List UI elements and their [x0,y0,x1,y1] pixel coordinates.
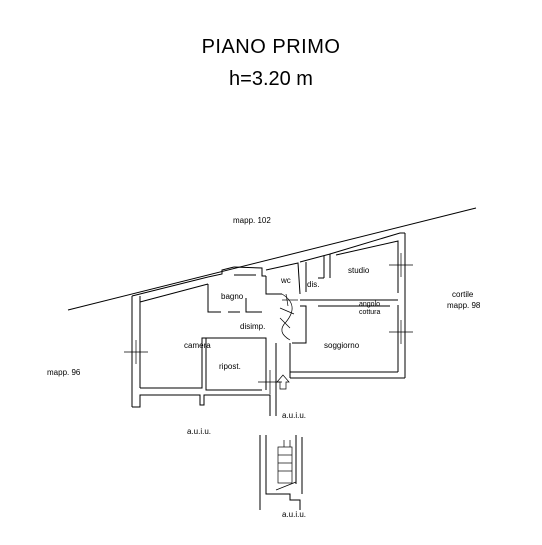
room-wc: wc [281,276,291,285]
label-auiu-left: a.u.i.u. [187,427,212,436]
plan-height: h=3.20 m [229,68,313,90]
room-bagno: bagno [221,292,244,301]
entrance-arrow-icon [276,374,290,390]
label-mapp-98: mapp. 98 [447,301,481,310]
spiral-staircase [279,293,298,341]
label-mapp-102: mapp. 102 [233,216,271,225]
room-studio: studio [348,266,370,275]
label-mapp-96: mapp. 96 [47,368,81,377]
label-cortile: cortile [452,290,474,299]
room-dis: dis. [307,280,320,289]
label-auiu-lower: a.u.i.u. [282,510,307,519]
room-camera: camera [184,341,211,350]
room-soggiorno: soggiorno [324,341,360,350]
label-auiu-upper: a.u.i.u. [282,411,307,420]
windows [124,253,413,394]
room-disimp: disimp. [240,322,266,331]
plan-title: PIANO PRIMO [201,36,341,58]
room-ripost: ripost. [219,362,241,371]
property-boundary-line [67,207,477,311]
lower-stair [259,435,303,510]
outer-walls [131,232,406,416]
room-angolo: angolo [359,301,381,308]
room-cottura: cottura [359,309,381,316]
